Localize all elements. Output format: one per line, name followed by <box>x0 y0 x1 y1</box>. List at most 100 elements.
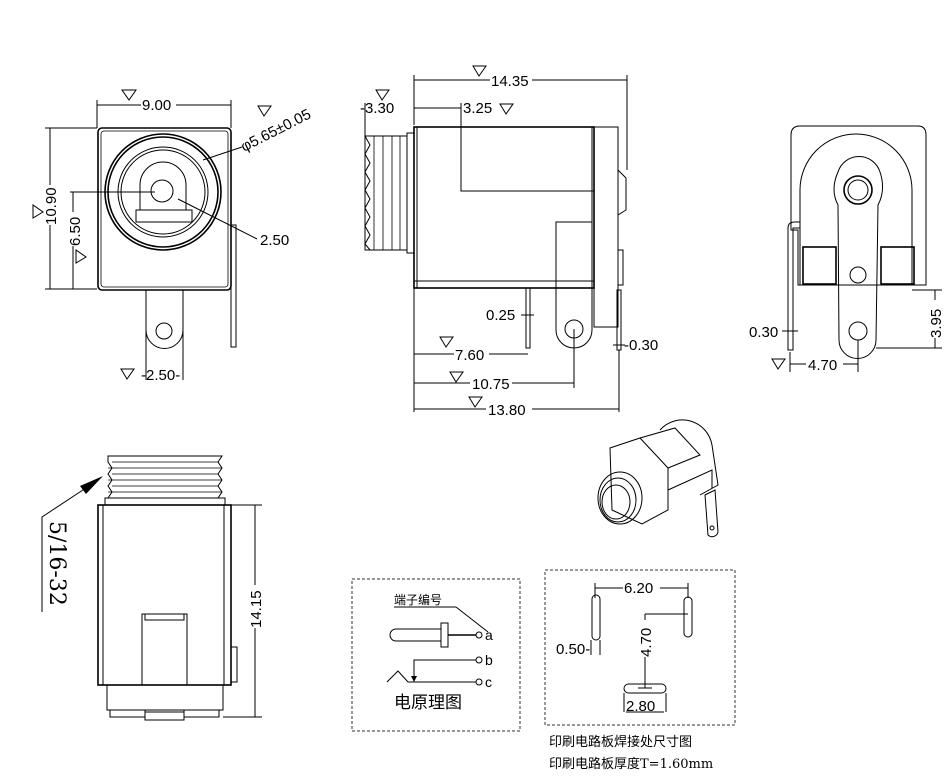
dim-pin-0-25: 0.25 <box>486 307 515 324</box>
front-body-outline <box>97 127 232 291</box>
rear-side-pin <box>787 221 801 351</box>
front-center-pin <box>150 179 174 203</box>
side-rear-detail <box>617 249 624 286</box>
dim-pin2-10-75: 10.75 <box>472 376 510 393</box>
inspection-mark-icon <box>32 204 44 219</box>
inspection-mark-icon <box>375 89 390 101</box>
terminal-b: b <box>485 652 493 668</box>
side-thin-pin <box>525 287 531 349</box>
wire-b <box>413 659 476 680</box>
dim-step-3-25: 3.25 <box>463 100 492 117</box>
rear-socket-inner <box>847 179 869 201</box>
iso-barrel <box>659 419 719 496</box>
inspection-mark-icon <box>468 396 483 408</box>
front-center-post <box>139 161 187 211</box>
inspection-mark-icon <box>121 89 137 101</box>
terminal-label: 端子编号 <box>394 592 442 607</box>
terminal-c-icon <box>475 678 483 686</box>
side-thread <box>364 132 415 254</box>
front-side-tab <box>230 224 237 348</box>
plug-collar <box>440 622 449 648</box>
inspection-mark-icon <box>771 358 786 370</box>
wire-c <box>386 670 476 683</box>
side-rear-plate <box>593 126 619 328</box>
thread-outline <box>364 135 408 251</box>
inspection-mark-icon <box>257 105 272 117</box>
pcb-pad-left <box>591 594 601 641</box>
pcb-pad-right <box>683 596 693 638</box>
schematic-caption: 电原理图 <box>394 693 462 713</box>
bottom-slot-lip <box>144 613 185 621</box>
bottom-slot <box>141 613 188 685</box>
leader-line <box>177 198 258 240</box>
dim-pad-length-2-80: 2.80 <box>626 698 655 715</box>
dim-pin-2-50: 2.50 <box>260 232 289 249</box>
switch-arrow-icon <box>411 676 417 682</box>
rear-socket-outer <box>843 175 873 205</box>
inspection-mark-icon <box>472 65 487 77</box>
inspection-mark-icon <box>439 336 454 348</box>
rear-window-right <box>880 246 915 285</box>
iso-side-step <box>667 469 713 510</box>
side-rear-bump <box>617 169 627 216</box>
label-leader <box>455 606 489 633</box>
inspection-mark-icon <box>499 103 514 115</box>
side-view: 14.35 -3.30 3.25 0.25 -0.30 7.60 10.75 <box>360 65 658 419</box>
bottom-foot <box>144 711 185 721</box>
front-view: 9.00 φ5.65±0.05 2.50 10.90 6.50 -2.50- <box>32 89 314 384</box>
dim-vertical-4-70: 4.70 <box>638 628 655 657</box>
bottom-body <box>97 504 232 686</box>
side-pin-tab <box>555 221 593 349</box>
pcb-caption-2: 印刷电路板厚度T=1.60mm <box>549 756 713 772</box>
pcb-frame <box>544 569 736 726</box>
dim-diameter: φ5.65±0.05 <box>238 106 314 156</box>
bottom-view: 5/16-32 14.15 <box>41 455 265 721</box>
dim-pad-spacing-6-20: 6.20 <box>624 580 653 597</box>
iso-pin-hole <box>709 525 715 531</box>
front-body-inner <box>100 130 229 288</box>
rear-terminal-plate <box>833 156 884 359</box>
thread-collar <box>104 497 226 506</box>
schematic-box: 端子编号 a b c 电原理图 <box>351 578 521 732</box>
iso-thread-mid <box>599 477 637 523</box>
dim-pin-spacing-4-70: 4.70 <box>808 357 837 374</box>
front-bottom-tab <box>145 290 184 349</box>
dim-height-10-90: 10.90 <box>43 187 60 225</box>
dim-length-14-15: 14.15 <box>248 590 265 628</box>
terminal-b-icon <box>475 656 483 664</box>
inspection-mark-icon <box>449 371 464 383</box>
bottom-base <box>106 684 224 711</box>
side-step <box>414 126 594 192</box>
dim-thread-3-30: -3.30 <box>360 100 394 117</box>
thread-spec: 5/16-32 <box>44 521 69 606</box>
terminal-a-icon <box>475 631 483 639</box>
rear-arch <box>799 133 913 285</box>
thread-leader <box>41 481 96 612</box>
rear-view: 3.95 0.30 4.70 <box>749 125 945 374</box>
bottom-foot <box>109 709 146 718</box>
bottom-foot <box>183 709 220 718</box>
iso-top-face <box>639 427 701 469</box>
dim-rear-0-30: -0.30 <box>624 337 658 354</box>
terminal-a: a <box>485 627 493 643</box>
leader-line <box>202 146 243 161</box>
front-tab-hole <box>155 322 173 340</box>
thread-profile <box>364 135 371 251</box>
rear-window-left <box>802 246 837 285</box>
dim-rear-pin-0-30: 0.30 <box>749 324 778 341</box>
dim-pin1-7-60: 7.60 <box>455 347 484 364</box>
side-body <box>413 126 595 289</box>
plug-symbol <box>389 628 441 642</box>
dim-length-14-35: 14.35 <box>491 73 529 90</box>
pcb-layout-box: 6.20 4.70 0.50- 2.80 印刷电路板焊接处尺寸图 印刷电路板厚度… <box>544 569 736 772</box>
pcb-caption-1: 印刷电路板焊接处尺寸图 <box>549 734 692 750</box>
terminal-c: c <box>485 674 492 690</box>
thread-collar <box>406 132 415 254</box>
iso-thread-outer <box>597 471 643 525</box>
rear-center-hole <box>849 266 867 284</box>
rear-body <box>790 125 927 286</box>
dim-pad-width-0-50: 0.50- <box>556 641 590 658</box>
inspection-mark-icon <box>120 368 135 380</box>
isometric-view <box>597 419 719 538</box>
